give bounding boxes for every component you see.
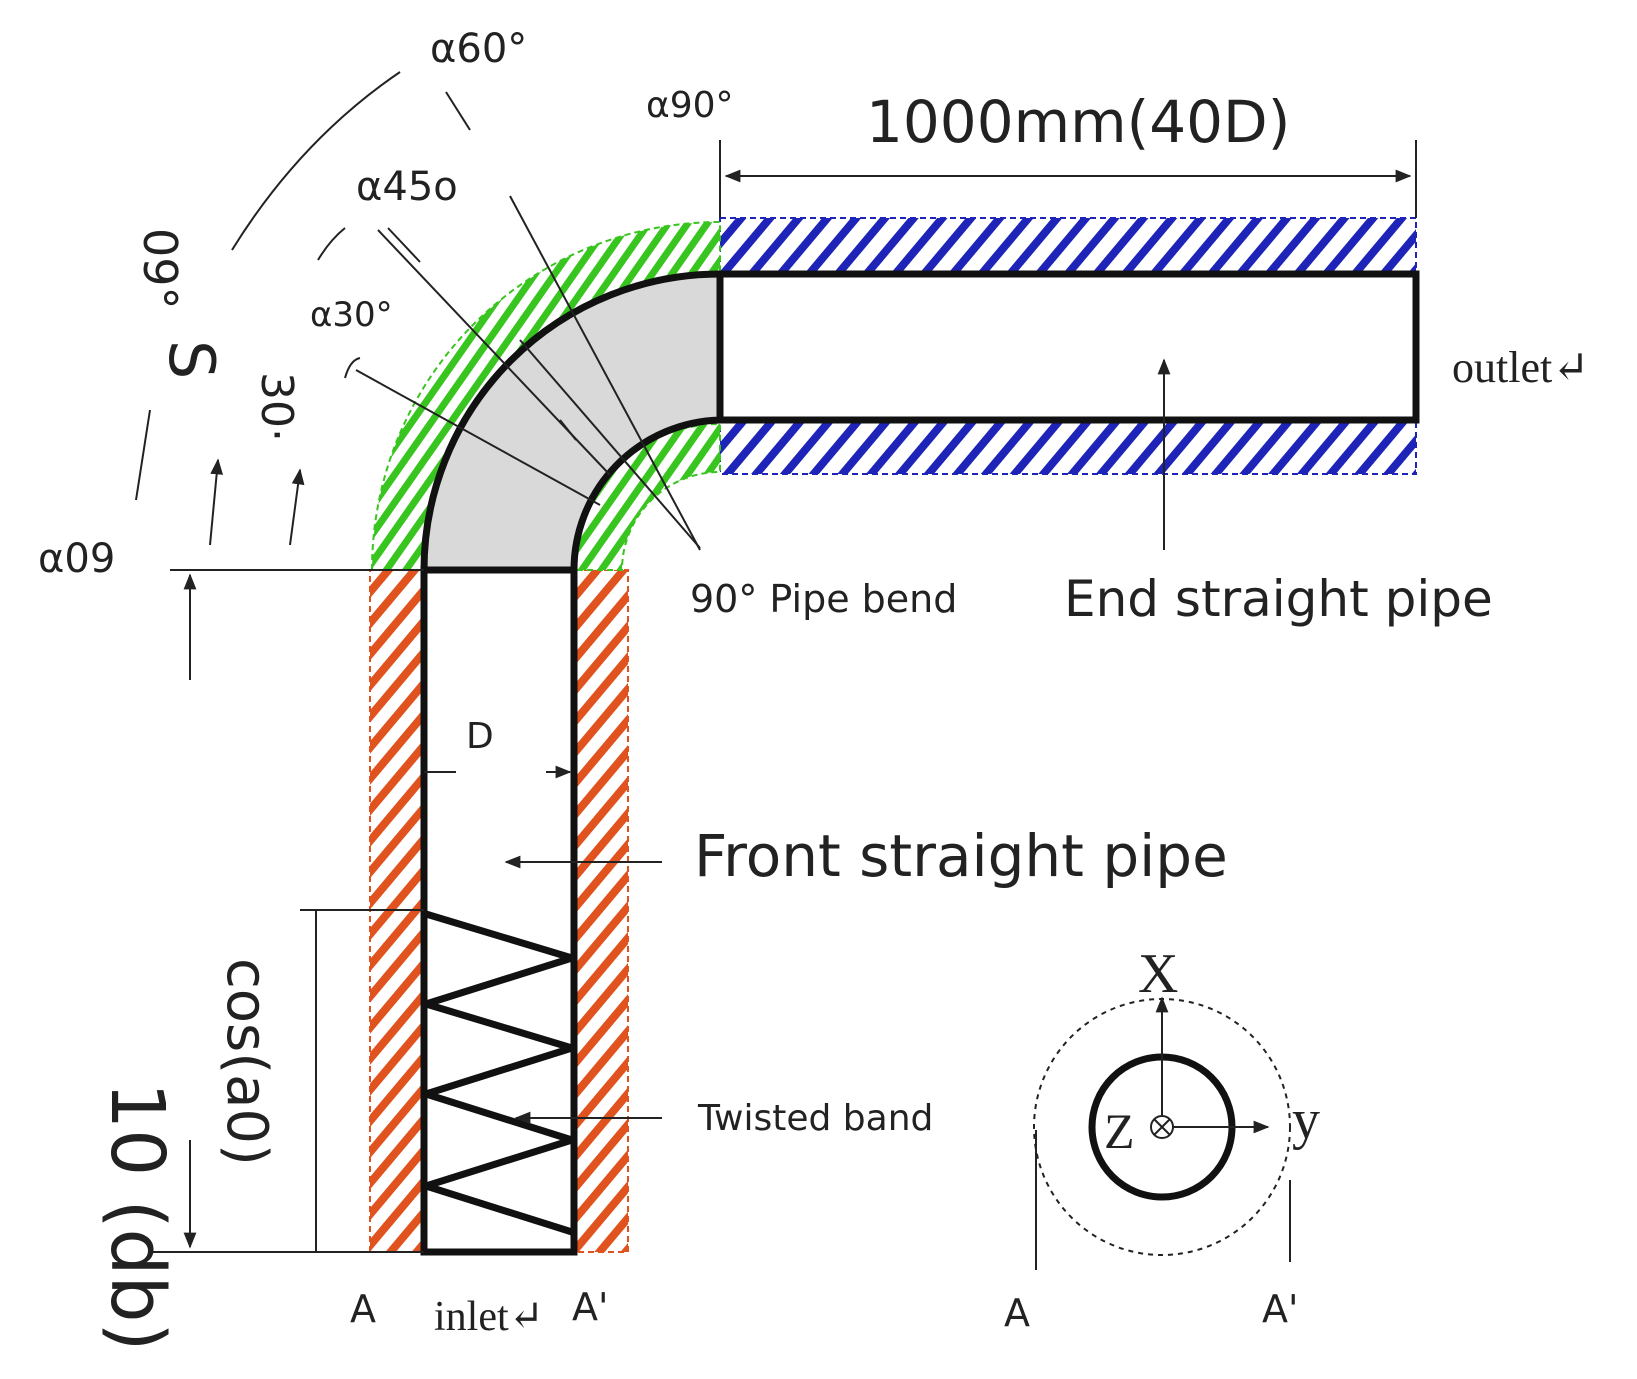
end-pipe-hatch (719, 217, 1417, 475)
label-a-left: A (350, 1287, 376, 1331)
label-axis-z: Z (1104, 1103, 1135, 1159)
arc-marks (135, 71, 401, 546)
label-pipe-bend: 90° Pipe bend (690, 577, 957, 621)
angle-lines (344, 91, 701, 551)
twisted-band (422, 910, 576, 1236)
label-a30: α30° (310, 295, 393, 335)
front-straight-pipe (420, 566, 578, 1256)
label-end-straight-pipe: End straight pipe (1064, 570, 1493, 628)
label-twisted-band: Twisted band (697, 1098, 933, 1139)
label-a-prime-left: A' (572, 1285, 608, 1329)
bend-interior (420, 270, 724, 574)
label-a09: α09 (38, 536, 115, 582)
label-d: D (466, 716, 494, 757)
label-a-prime-right: A' (1262, 1287, 1298, 1331)
end-straight-pipe (716, 270, 1420, 424)
label-axis-x: X (1138, 943, 1178, 1005)
cos-dimension (300, 909, 424, 1252)
label-length-1000mm: 1000mm(40D) (866, 88, 1290, 156)
length-1000mm-dimension (719, 140, 1417, 218)
label-09deg: 09° (133, 228, 187, 310)
label-a60: α60° (430, 26, 527, 72)
label-cos-a0: cos(a0) (214, 958, 279, 1166)
label-inlet: inlet↵ (434, 1294, 544, 1340)
label-s: S (155, 340, 228, 379)
label-outlet: outlet↵ (1452, 343, 1589, 392)
label-30deg: 30· (251, 372, 302, 442)
label-front-straight-pipe: Front straight pipe (694, 822, 1228, 890)
cross-section-view (1033, 996, 1291, 1270)
label-length-10d: 10 (db) (94, 1082, 180, 1351)
label-a45: α45o (356, 164, 458, 210)
label-a90: α90° (646, 85, 734, 126)
label-a-right: A (1004, 1291, 1030, 1335)
label-axis-y: y (1292, 1089, 1320, 1151)
